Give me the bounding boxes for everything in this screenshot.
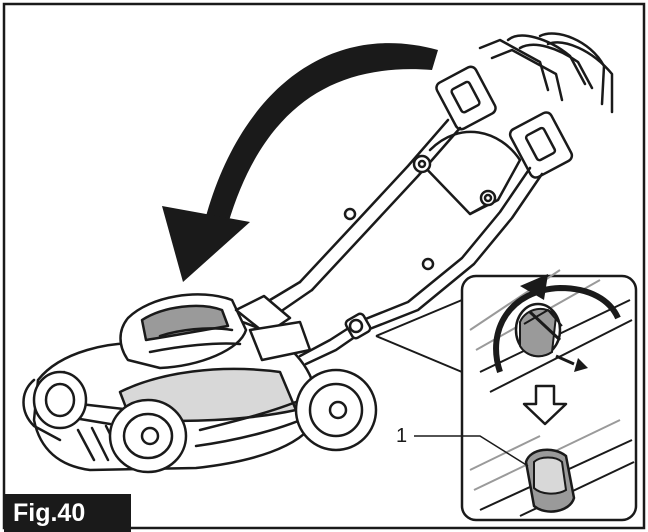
detail-inset: [414, 269, 638, 522]
rotate-arrow-icon: [493, 274, 621, 373]
callout-number: 1: [396, 425, 408, 447]
mower-wheels: [32, 368, 378, 474]
lever-locked-view: [469, 419, 635, 517]
figure-label: Fig.40: [4, 494, 131, 532]
pull-arrow-icon: [555, 354, 588, 372]
detail-callout-connector: [375, 299, 463, 373]
callout-leader-line: [414, 435, 529, 467]
down-arrow-icon: [522, 384, 568, 426]
mower-handle: [248, 32, 614, 366]
fold-direction-arrow-icon: [162, 43, 438, 282]
